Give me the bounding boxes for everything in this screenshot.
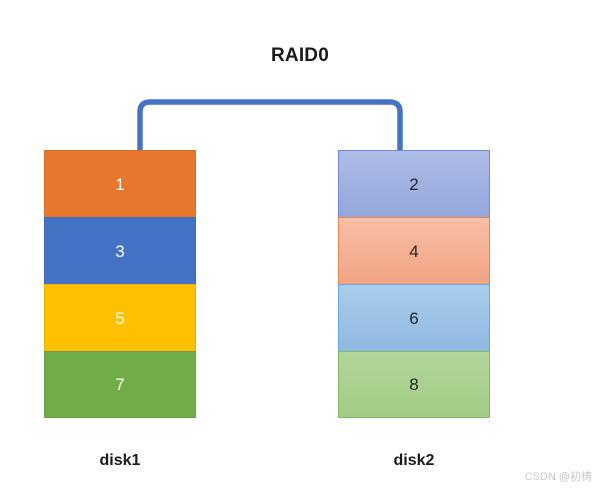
stripe-label: 6	[409, 308, 419, 328]
disk-column-disk2: 2 4 6 8	[338, 150, 490, 418]
stripe-label: 3	[115, 241, 125, 261]
stripe-label: 4	[409, 241, 419, 261]
stripe-label: 8	[409, 375, 419, 394]
disk-column-disk1: 1 3 5 7	[44, 150, 196, 418]
stripe-label: 7	[115, 375, 125, 394]
stripe-block: 7	[44, 351, 196, 418]
disk1-caption: disk1	[99, 452, 141, 469]
stripe-label: 5	[115, 308, 125, 328]
disk2-caption: disk2	[393, 452, 435, 469]
raid-bracket-connector	[137, 99, 403, 164]
diagram-title: RAID0	[270, 45, 329, 66]
stripe-block: 4	[338, 217, 490, 284]
bracket-path	[137, 99, 403, 164]
stripe-block: 2	[338, 150, 490, 217]
stripe-label: 1	[115, 174, 125, 194]
stripe-block: 6	[338, 284, 490, 351]
stripe-label: 2	[409, 174, 419, 194]
csdn-watermark: CSDN @初梼	[524, 471, 592, 483]
stripe-block: 8	[338, 351, 490, 418]
stripe-block: 1	[44, 150, 196, 217]
stripe-block: 3	[44, 217, 196, 284]
stripe-block: 5	[44, 284, 196, 351]
